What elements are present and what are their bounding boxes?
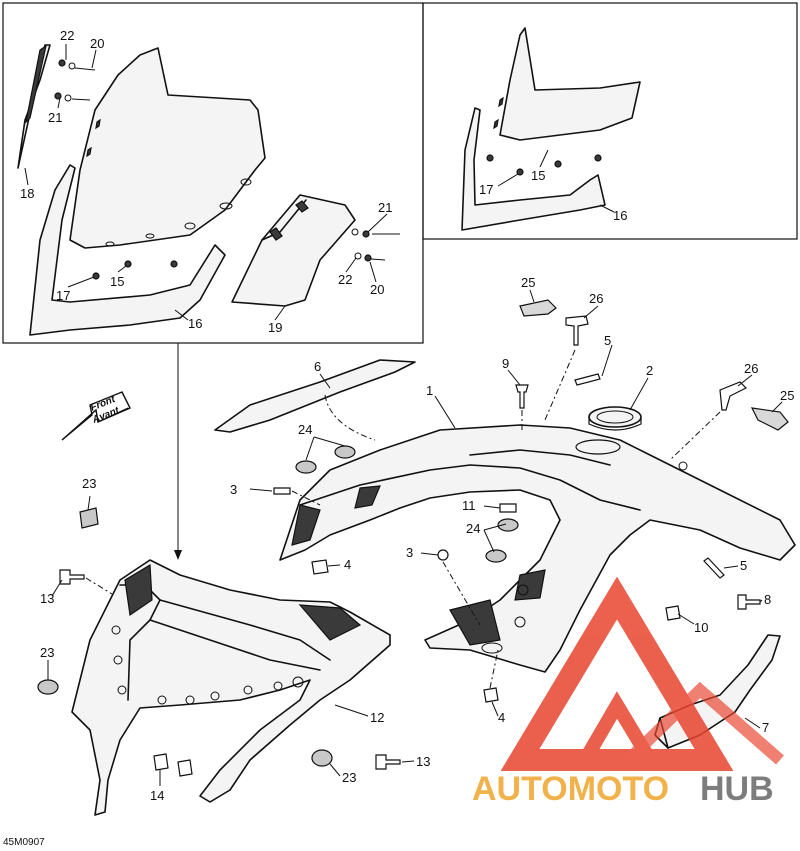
watermark-brand-right: HUB — [700, 770, 774, 808]
callout-21-right: 21 — [378, 200, 392, 215]
part-9-rivet — [515, 384, 529, 409]
callout-16: 16 — [188, 316, 202, 331]
callout-24: 24 — [298, 422, 312, 437]
callout-19: 19 — [268, 320, 282, 335]
callout-22: 22 — [60, 28, 74, 43]
callout-15: 15 — [110, 274, 124, 289]
part-13-screw-bottom — [375, 754, 401, 770]
part-19-side-panel — [231, 194, 356, 307]
diagram-code: 45M0907 — [3, 837, 45, 848]
part-1-upper-fairing — [279, 424, 796, 673]
callout-3: 3 — [230, 482, 237, 497]
part-23-grommet-upper — [79, 507, 99, 529]
callout-6: 6 — [314, 359, 321, 374]
part-3-screw-a — [273, 487, 291, 495]
part-26-stud-upper — [565, 315, 589, 346]
part-25-knob-right — [750, 407, 789, 431]
callout-4-lower: 4 — [498, 710, 505, 725]
callout-25-right: 25 — [780, 388, 794, 403]
callout-20-right: 20 — [370, 282, 384, 297]
part-14-clip-b — [177, 759, 193, 777]
inset-left-parts — [17, 44, 400, 336]
part-16-short-trim — [461, 107, 606, 231]
callout-23: 23 — [82, 476, 96, 491]
callout-21: 21 — [48, 110, 62, 125]
callout-17-inset2: 17 — [479, 182, 493, 197]
callout-1: 1 — [426, 383, 433, 398]
callout-22-right: 22 — [338, 272, 352, 287]
watermark-brand-left: AUTOMOTO — [472, 770, 669, 808]
part-24-grommet-a — [295, 460, 317, 474]
callout-23-left: 23 — [40, 645, 54, 660]
callout-numbers: 22 20 21 18 17 15 16 21 22 20 19 17 15 1… — [20, 28, 794, 803]
callout-2: 2 — [646, 363, 653, 378]
part-15-windshield — [69, 47, 266, 249]
part-11-clip — [499, 503, 517, 513]
part-15-short-windshield — [499, 27, 641, 141]
callout-26: 26 — [589, 291, 603, 306]
callout-11: 11 — [462, 498, 476, 513]
callout-20: 20 — [90, 36, 104, 51]
callout-16-inset2: 16 — [613, 208, 627, 223]
callout-7: 7 — [762, 720, 769, 735]
callout-17: 17 — [56, 288, 70, 303]
callout-13-bottom: 13 — [416, 754, 430, 769]
callout-26-right: 26 — [744, 361, 758, 376]
part-4-nut-a — [311, 559, 329, 575]
part-14-clip-a — [153, 753, 169, 771]
watermark-logo — [500, 576, 784, 771]
callout-23-bottom: 23 — [342, 770, 356, 785]
inset-frame-right — [422, 2, 798, 240]
front-direction-arrow: Front Avant — [61, 391, 131, 441]
part-12-front-fairing — [71, 559, 391, 816]
callout-9: 9 — [502, 356, 509, 371]
callout-25: 25 — [521, 275, 535, 290]
callout-12: 12 — [370, 710, 384, 725]
part-18-deflector — [17, 44, 51, 169]
part-24-grommet-b — [334, 445, 356, 459]
part-10-clip — [665, 605, 681, 621]
part-23-grommet-bottom — [311, 749, 333, 767]
callout-5: 5 — [604, 333, 611, 348]
part-5-clip-upper — [574, 373, 601, 386]
part-23-grommet-left — [37, 679, 59, 695]
callout-5-lower: 5 — [740, 558, 747, 573]
callout-14: 14 — [150, 788, 164, 803]
part-16-lower-trim — [29, 164, 226, 336]
part-25-knob-upper — [519, 299, 557, 317]
callout-4: 4 — [344, 557, 351, 572]
part-8-screw — [737, 594, 761, 610]
callout-15-inset2: 15 — [531, 168, 545, 183]
inset-right-parts — [461, 27, 641, 231]
part-6-side-trim — [214, 359, 416, 433]
callout-18: 18 — [20, 186, 34, 201]
callout-3-lower: 3 — [406, 545, 413, 560]
part-4-nut-b — [483, 687, 499, 703]
part-3-screw-b — [437, 549, 449, 561]
leader-lines — [47, 289, 783, 786]
part-26-stud-right — [719, 381, 748, 411]
part-24-grommet-d — [485, 549, 507, 563]
callout-8: 8 — [764, 592, 771, 607]
callout-10: 10 — [694, 620, 708, 635]
part-5-clip-lower — [703, 557, 725, 579]
part-2-cap-ring — [588, 406, 642, 431]
part-13-screw-left — [59, 569, 85, 585]
part-24-grommet-c — [497, 518, 519, 532]
callout-13: 13 — [40, 591, 54, 606]
callout-24-lower: 24 — [466, 521, 480, 536]
